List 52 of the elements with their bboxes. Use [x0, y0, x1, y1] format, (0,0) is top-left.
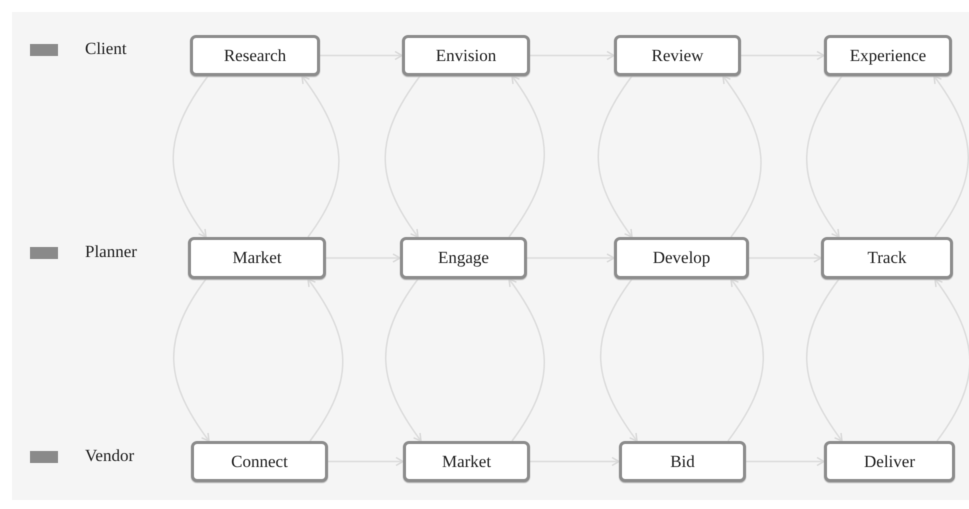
- process-box: [824, 35, 952, 76]
- arrow: [301, 75, 340, 238]
- box-label: Deliver: [864, 452, 915, 472]
- arrow: [722, 75, 762, 238]
- arrow: [320, 50, 403, 60]
- arrow: [328, 456, 404, 466]
- arrow: [741, 50, 825, 60]
- arrow: [934, 278, 969, 442]
- box-label: Develop: [652, 248, 710, 268]
- process-box: [400, 237, 527, 279]
- arrow: [385, 278, 422, 442]
- arrow: [172, 76, 209, 238]
- process-box: [821, 237, 953, 279]
- box-label: Envision: [436, 46, 496, 66]
- arrow: [530, 456, 620, 466]
- arrow: [727, 278, 764, 442]
- arrow: [933, 75, 969, 238]
- process-box: [188, 237, 326, 279]
- box-label: Track: [867, 248, 907, 268]
- process-box: [402, 35, 530, 76]
- process-box: [191, 441, 328, 482]
- row-label: Vendor: [85, 446, 134, 466]
- process-box: [824, 441, 955, 482]
- arrow: [746, 456, 825, 466]
- arrow: [806, 76, 843, 238]
- arrow: [307, 278, 344, 442]
- row-label: Client: [85, 39, 127, 59]
- box-label: Engage: [438, 248, 489, 268]
- box-label: Market: [232, 248, 282, 268]
- arrow: [749, 253, 822, 263]
- process-box: [190, 35, 320, 76]
- box-label: Bid: [670, 452, 695, 472]
- arrow: [173, 278, 210, 442]
- process-box: [619, 441, 746, 482]
- box-label: Experience: [850, 46, 926, 66]
- arrow: [508, 75, 545, 238]
- box-label: Market: [442, 452, 492, 472]
- arrow: [598, 76, 633, 238]
- arrow: [384, 76, 421, 238]
- process-box: [403, 441, 530, 482]
- process-box: [614, 237, 749, 279]
- row-label: Planner: [85, 242, 137, 262]
- arrow: [806, 278, 843, 442]
- arrow: [527, 253, 615, 263]
- process-box: [614, 35, 741, 76]
- box-label: Research: [224, 46, 286, 66]
- box-label: Review: [652, 46, 704, 66]
- arrow: [508, 278, 545, 442]
- arrow: [600, 278, 638, 442]
- arrow: [326, 253, 401, 263]
- arrow: [530, 50, 615, 60]
- box-label: Connect: [231, 452, 288, 472]
